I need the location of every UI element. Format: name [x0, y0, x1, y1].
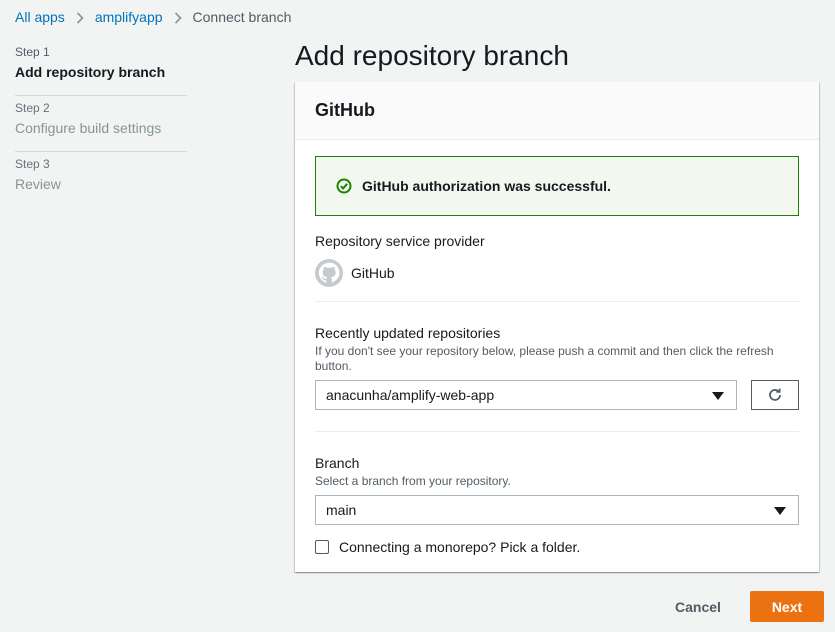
branch-selected: main	[326, 502, 357, 518]
chevron-right-icon	[65, 9, 95, 25]
step-2: Step 2 Configure build settings	[15, 96, 187, 152]
step-number: Step 2	[15, 101, 50, 115]
repository-field: Recently updated repositories If you don…	[315, 324, 799, 410]
divider	[315, 431, 799, 432]
cancel-button[interactable]: Cancel	[675, 598, 721, 615]
monorepo-label[interactable]: Connecting a monorepo? Pick a folder.	[339, 539, 581, 555]
step-title: Add repository branch	[15, 64, 166, 80]
chevron-right-icon	[163, 9, 193, 25]
breadcrumb-all-apps[interactable]: All apps	[15, 9, 65, 25]
repository-description: If you don't see your repository below, …	[315, 344, 774, 373]
breadcrumb: All apps amplifyapp Connect branch	[15, 8, 291, 26]
repository-select[interactable]: anacunha/amplify-web-app	[315, 380, 737, 410]
branch-label: Branch	[315, 455, 360, 471]
page-title: Add repository branch	[295, 40, 569, 71]
step-title: Configure build settings	[15, 120, 162, 136]
step-number: Step 3	[15, 157, 50, 171]
breadcrumb-amplifyapp[interactable]: amplifyapp	[94, 9, 163, 25]
breadcrumb-current: Connect branch	[192, 9, 292, 25]
repository-select-row: anacunha/amplify-web-app	[315, 380, 799, 410]
panel-header: GitHub	[295, 82, 819, 140]
branch-field: Branch Select a branch from your reposit…	[315, 454, 799, 525]
github-icon	[315, 259, 343, 287]
branch-description: Select a branch from your repository.	[315, 474, 511, 488]
github-panel: GitHub GitHub authorization was successf…	[295, 82, 819, 572]
wizard-steps: Step 1 Add repository branch Step 2 Conf…	[15, 40, 187, 208]
repository-selected: anacunha/amplify-web-app	[326, 387, 495, 403]
divider	[315, 301, 799, 302]
monorepo-option: Connecting a monorepo? Pick a folder.	[315, 539, 799, 555]
provider-value: GitHub	[315, 259, 799, 287]
alert-message: GitHub authorization was successful.	[362, 178, 611, 194]
caret-down-icon	[774, 507, 786, 515]
monorepo-checkbox[interactable]	[315, 540, 329, 554]
provider-name: GitHub	[351, 265, 395, 281]
step-number: Step 1	[15, 45, 50, 59]
branch-select-row: main	[315, 495, 799, 525]
next-button[interactable]: Next	[750, 591, 824, 622]
provider-field: Repository service provider GitHub	[315, 232, 799, 287]
branch-select[interactable]: main	[315, 495, 799, 525]
refresh-button[interactable]	[751, 380, 799, 410]
panel-body: GitHub authorization was successful. Rep…	[295, 140, 819, 555]
caret-down-icon	[712, 392, 724, 400]
refresh-icon	[767, 387, 783, 403]
step-3: Step 3 Review	[15, 152, 187, 208]
step-title: Review	[15, 176, 61, 192]
provider-label: Repository service provider	[315, 233, 485, 249]
check-circle-icon	[336, 178, 352, 194]
step-1: Step 1 Add repository branch	[15, 40, 187, 96]
repository-label: Recently updated repositories	[315, 325, 501, 341]
success-alert: GitHub authorization was successful.	[315, 156, 799, 216]
